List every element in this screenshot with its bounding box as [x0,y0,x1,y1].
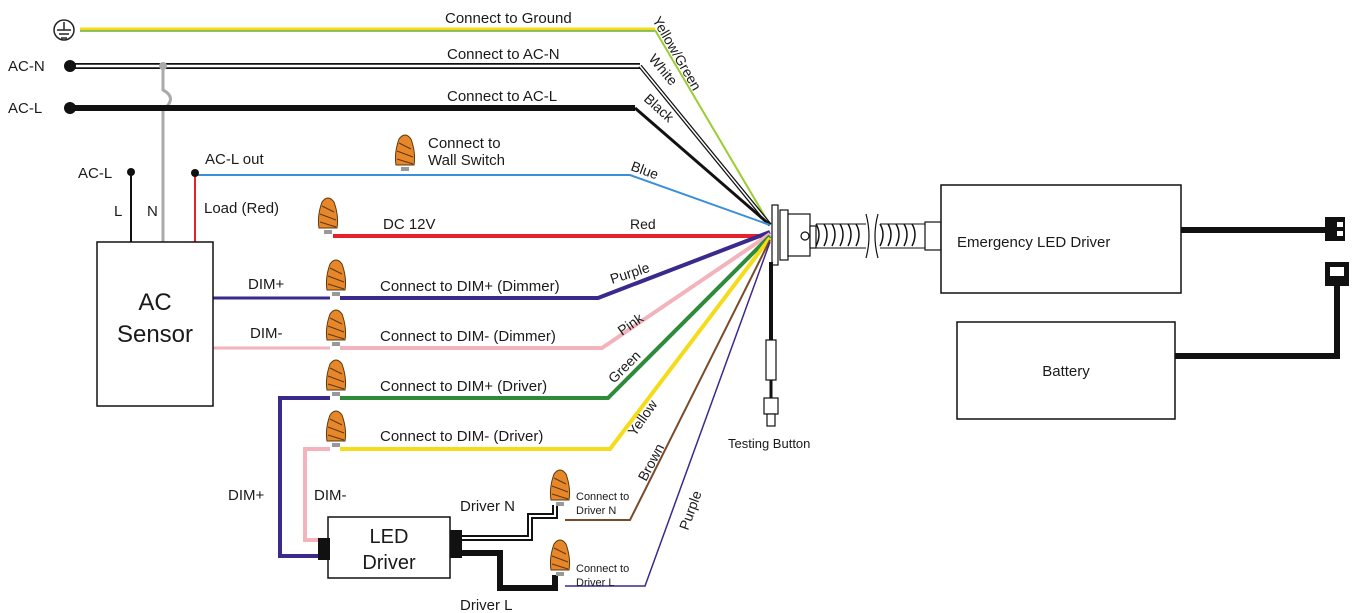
label-ac-l-connect: Connect to AC-L [447,88,557,105]
label-ground: Connect to Ground [445,10,572,27]
output-connector [1325,217,1345,241]
label-ac-n-connect: Connect to AC-N [447,46,560,63]
label-dim-plus-driver: Connect to DIM+ (Driver) [380,378,547,395]
wire-nut-dim-minus-driver [325,410,347,448]
blue-wire [191,169,771,242]
label-load-red: Load (Red) [204,200,279,217]
label-ac-n: AC-N [8,58,45,75]
label-dc12v: DC 12V [383,216,436,233]
testing-button [763,262,779,427]
label-dim-minus-driver-side: DIM- [314,487,347,504]
purple-driver-l-wire [565,241,771,587]
neutral-jumper-wire [161,66,172,242]
label-dim-minus-dimmer: Connect to DIM- (Dimmer) [380,328,556,345]
wire-nut-driver-l [549,539,571,577]
label-driver-l-connect-2: Driver L [576,577,615,589]
label-dim-plus-driver-side: DIM+ [228,487,264,504]
brown-wire [565,239,771,521]
label-dim-plus-dimmer: Connect to DIM+ (Dimmer) [380,278,560,295]
label-wall-switch-2: Wall Switch [428,152,505,169]
label-driver-n: Driver N [460,498,515,515]
wire-label-black: Black [641,90,678,125]
ac-sensor-box [96,241,214,407]
purple-wire [213,230,771,300]
label-driver-l: Driver L [460,597,513,613]
wire-label-yellow: Yellow [624,396,661,439]
label-driver-l-connect-1: Connect to [576,563,629,575]
ground-icon [53,19,75,41]
battery-title: Battery [1042,363,1090,380]
label-testing-button: Testing Button [728,436,810,451]
wire-nut-dim-minus-dimmer [325,309,347,347]
label-wall-switch-1: Connect to [428,135,501,152]
label-dim-minus-driver: Connect to DIM- (Driver) [380,428,543,445]
wire-label-brown: Brown [635,441,668,484]
led-driver-title-1: LED [370,526,409,548]
label-ac-l-sensor: AC-L [78,165,112,182]
led-driver-title-2: Driver [362,552,416,574]
label-driver-n-connect-1: Connect to [576,491,629,503]
wire-label-purple: Purple [608,259,652,287]
wire-nut-dim-plus-driver [325,359,347,397]
emergency-led-driver-title: Emergency LED Driver [957,234,1110,251]
ac-sensor-title-1: AC [138,289,171,316]
wire-label-red: Red [630,216,656,232]
ground-wire [80,27,771,226]
yellow-wire [340,236,772,451]
battery-connector [1325,262,1349,286]
wire-nut-dim-plus-dimmer [325,259,347,297]
emergency-led-driver-box [940,184,1182,294]
label-n: N [147,203,158,220]
wire-nut-wall-switch [394,134,416,172]
label-dim-plus-sensor: DIM+ [248,276,284,293]
pink-wire [213,232,772,350]
wire-nut-dc12v [317,197,339,235]
ac-sensor-title-2: Sensor [117,321,193,348]
ac-n-terminal [64,60,76,72]
ac-l-terminal [64,102,76,114]
green-wire [340,234,772,400]
label-ac-l: AC-L [8,100,42,117]
label-dim-minus-sensor: DIM- [250,325,283,342]
battery-box [956,321,1176,420]
led-driver-box [318,516,462,579]
label-l: L [114,203,122,220]
ac-n-wire [70,63,772,227]
conduit-connector [771,204,942,266]
wire-nut-driver-n [549,469,571,507]
wire-label-blue: Blue [629,158,661,183]
wire-label-purple-2: Purple [676,488,705,532]
label-ac-l-out: AC-L out [205,151,264,168]
label-driver-n-connect-2: Driver N [576,505,616,517]
